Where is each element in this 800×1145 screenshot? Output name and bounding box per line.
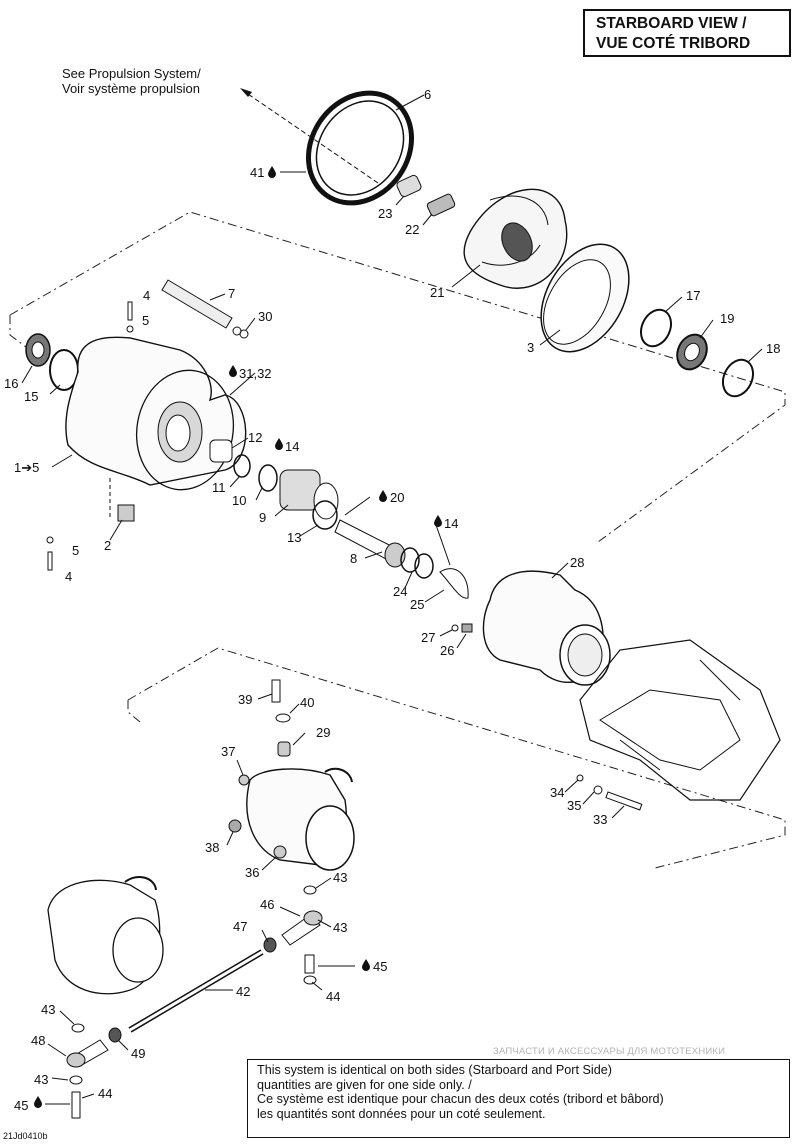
callout: 14 (285, 439, 299, 454)
callout: 1➔5 (14, 460, 39, 475)
shaft-assembly (209, 439, 469, 599)
callout: 5 (72, 543, 79, 558)
callout: 14 (444, 516, 458, 531)
callout: 45 (14, 1098, 28, 1113)
callout: 37 (221, 744, 235, 759)
view-title-box: STARBOARD VIEW / VUE COTÉ TRIBORD (583, 9, 791, 57)
callout: 49 (131, 1046, 145, 1061)
hull-outline-upper (9, 211, 786, 543)
callout: 36 (245, 865, 259, 880)
part-7-support (161, 279, 249, 339)
callout: 43 (333, 870, 347, 885)
part-28-venturi (451, 570, 611, 686)
leader-lines (21, 94, 763, 1105)
callout: 4 (143, 288, 150, 303)
part-23-22-nuts (396, 174, 456, 217)
port-nozzle-outline (47, 875, 164, 995)
callout: 23 (378, 206, 392, 221)
hull-outline-lower (127, 647, 786, 869)
callout: 4 (65, 569, 72, 584)
callout: 35 (567, 798, 581, 813)
note-box: This system is identical on both sides (… (247, 1059, 790, 1138)
callout: 20 (390, 490, 404, 505)
callout: 47 (233, 919, 247, 934)
callout: 28 (570, 555, 584, 570)
callout: 43 (333, 920, 347, 935)
view-title-line2: VUE COTÉ TRIBORD (596, 35, 751, 52)
view-title-line1: STARBOARD VIEW / (596, 15, 747, 32)
part-21-impeller (463, 188, 568, 289)
callout: 2 (104, 538, 111, 553)
callout: 8 (350, 551, 357, 566)
callout: 19 (720, 311, 734, 326)
callout: 26 (440, 643, 454, 658)
callout: 39 (238, 692, 252, 707)
callout: 29 (316, 725, 330, 740)
callout: 21 (430, 285, 444, 300)
parts-17-19-18-rings (639, 308, 755, 398)
callout: 31,32 (239, 366, 272, 381)
callout: 27 (421, 630, 435, 645)
callout: 46 (260, 897, 274, 912)
callout: 24 (393, 584, 407, 599)
part-2-bracket (109, 478, 135, 522)
note-line2: quantities are given for one side only. … (257, 1077, 472, 1092)
drawing-code: 21Jd0410b (3, 1131, 48, 1141)
callout: 13 (287, 530, 301, 545)
note-line1: This system is identical on both sides (… (257, 1063, 612, 1077)
callout: 3 (527, 340, 534, 355)
propulsion-reference-line1: See Propulsion System/ (62, 66, 201, 81)
callout: 42 (236, 984, 250, 999)
callout: 16 (4, 376, 18, 391)
callout: 5 (142, 313, 149, 328)
parts-16-15-seals (25, 333, 79, 391)
callout: 18 (766, 341, 780, 356)
callout: 38 (205, 840, 219, 855)
note-line3: Ce système est identique pour chacun des… (257, 1092, 664, 1106)
callout: 7 (228, 286, 235, 301)
callout: 22 (405, 222, 419, 237)
callout: 43 (41, 1002, 55, 1017)
callout: 48 (31, 1033, 45, 1048)
propulsion-reference-line2: Voir système propulsion (62, 81, 201, 96)
note-line4: les quantités sont données pour un coté … (257, 1106, 546, 1121)
callout: 44 (326, 989, 340, 1004)
hull-bracket-frame (576, 639, 781, 811)
callout: 6 (424, 87, 431, 102)
propulsion-reference: See Propulsion System/ Voir système prop… (62, 66, 201, 96)
callout-labels: 6 41 23 22 21 3 17 19 18 7 30 4 5 16 15 … (4, 87, 780, 1113)
part-3-sleeve (540, 243, 630, 353)
part-6-wear-ring (305, 90, 415, 206)
part-36-nozzle (228, 679, 355, 871)
part-1-housing (65, 336, 247, 491)
callout: 44 (98, 1086, 112, 1101)
callout: 33 (593, 812, 607, 827)
callout: 43 (34, 1072, 48, 1087)
callout: 25 (410, 597, 424, 612)
lubricant-drop-icons (34, 166, 442, 1108)
callout: 41 (250, 165, 264, 180)
steering-rod-assembly (66, 885, 323, 1119)
callout: 15 (24, 389, 38, 404)
callout: 34 (550, 785, 564, 800)
callout: 17 (686, 288, 700, 303)
callout: 12 (248, 430, 262, 445)
callout: 9 (259, 510, 266, 525)
callout: 30 (258, 309, 272, 324)
callout: 11 (212, 480, 226, 495)
callout: 10 (232, 493, 246, 508)
screws-4-5 (46, 301, 134, 571)
callout: 40 (300, 695, 314, 710)
callout: 45 (373, 959, 387, 974)
